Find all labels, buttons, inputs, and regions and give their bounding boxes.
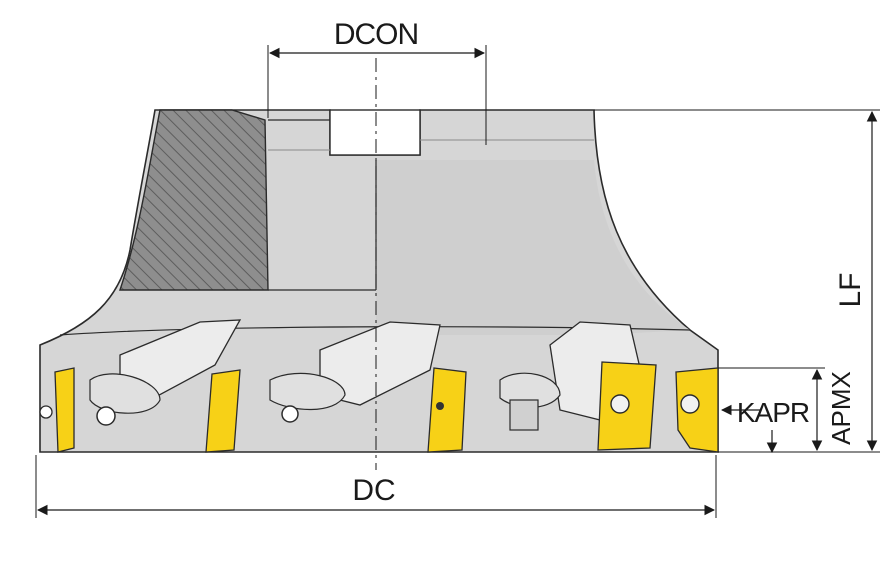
dimension-dc: DC [35,455,717,518]
dimension-label-dcon: DCON [334,18,418,51]
insert [427,367,467,453]
insert [54,367,75,453]
dimension-label-apmx: APMX [826,371,856,445]
angle-kapr: KAPR [720,397,810,454]
torx-screw-icon [680,394,700,414]
cutting-inserts [54,361,719,453]
screw-head [96,406,116,426]
angle-label-kapr: KAPR [737,397,809,428]
dimension-label-dc: DC [352,474,395,507]
screw-head [39,405,53,419]
key-slot [329,109,421,156]
dimension-lf: LF [594,109,880,453]
cutter-body-shade [376,160,690,335]
torx-screw-icon [436,402,444,410]
dimension-label-lf: LF [834,272,867,307]
dimension-dcon: DCON [267,18,487,145]
screw-head [281,405,299,423]
torx-screw-icon [610,394,630,414]
insert [205,369,241,453]
bore-hatch-section [119,109,269,291]
clamp-wedge [509,399,539,431]
dimension-apmx: APMX [718,367,856,452]
